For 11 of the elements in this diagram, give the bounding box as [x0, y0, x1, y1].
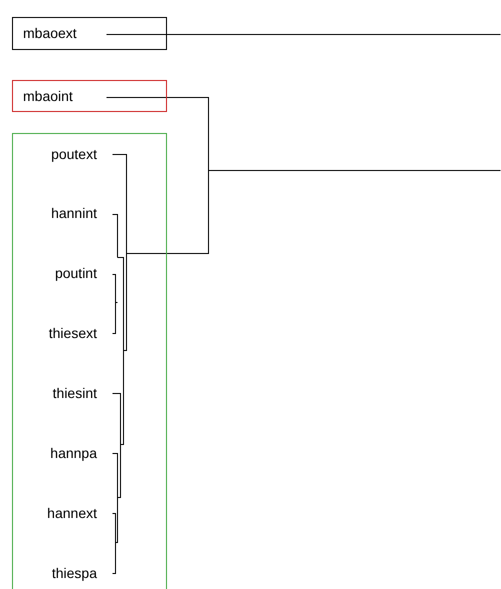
- leaf-label: thiespa: [52, 565, 97, 581]
- leaf-label: poutint: [54, 265, 97, 281]
- label-box: mbaoint: [12, 80, 167, 112]
- leaf-label: hannint: [51, 205, 97, 221]
- group-box: [12, 133, 167, 589]
- label-box: mbaoext: [12, 17, 167, 50]
- leaf-label: hannpa: [50, 445, 97, 461]
- leaf-label: thiesint: [52, 385, 97, 401]
- leaf-label: hannext: [47, 505, 97, 521]
- leaf-label: thiesext: [48, 325, 97, 341]
- leaf-label: poutext: [51, 146, 97, 162]
